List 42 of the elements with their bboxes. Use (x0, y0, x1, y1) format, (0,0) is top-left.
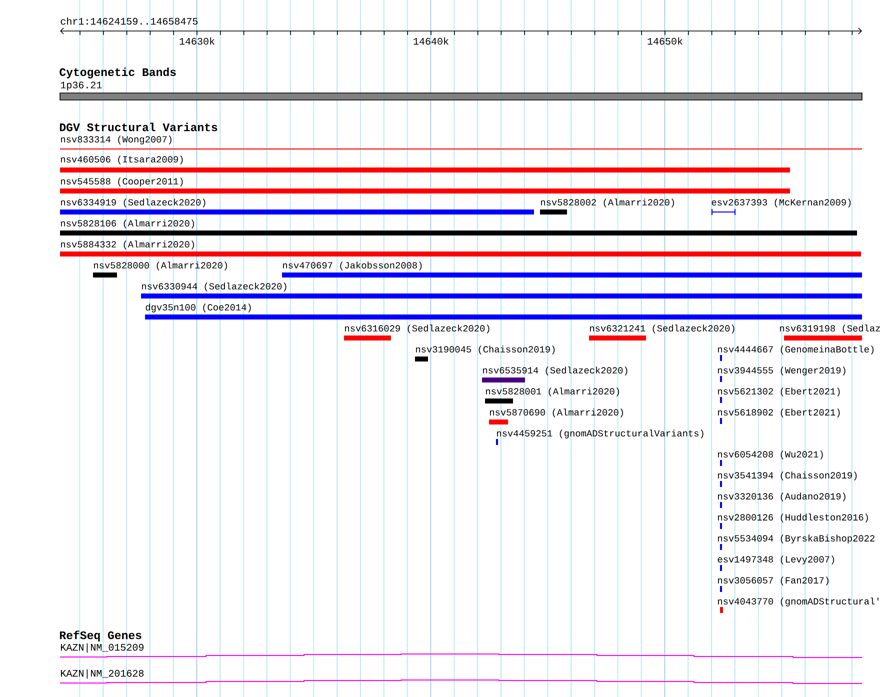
variant-label: nsv3320136 (Audano2019) (718, 492, 846, 502)
variant-label: nsv3190045 (Chaisson2019) (416, 346, 555, 354)
track-item-label: KAZN|NM_201628 (61, 669, 144, 679)
variant-label: esv2637393 (McKernan2009) (712, 198, 851, 208)
tick-label: 14630k (180, 37, 214, 45)
variant-label: nsv5828002 (Almarri2020) (541, 198, 674, 208)
variant-label: nsv4459251 (gnomADStructuralVariants) (497, 430, 704, 438)
track-heading: Cytogenetic Bands (60, 68, 176, 78)
variant-label: nsv6330944 (Sedlazeck2020) (142, 282, 286, 292)
variant-label: nsv5621302 (Ebert2021) (718, 388, 840, 396)
variant-label: nsv6321241 (Sedlazeck2020) (590, 324, 734, 334)
variant-label: nsv5618902 (Ebert2021) (718, 408, 840, 418)
variant-label: nsv5870690 (Almarri2020) (490, 408, 623, 418)
track-heading: RefSeq Genes (60, 630, 142, 642)
tick-label: 14640k (414, 37, 448, 45)
track-heading: DGV Structural Variants (60, 122, 218, 132)
variant-label: nsv6319198 (Sedlaz (780, 324, 880, 334)
variant-label: nsv5828000 (Almarri2020) (94, 262, 227, 270)
variant-label: nsv5828106 (Almarri2020) (61, 220, 194, 228)
variant-label: nsv2800126 (Huddleston2016) (718, 514, 868, 522)
variant-label: nsv4444667 (GenomeinaBottle) (718, 346, 874, 354)
variant-label: nsv5534094 (ByrskaBishop2022 (718, 534, 874, 544)
variant-label: nsv6535914 (Sedlazeck2020) (483, 366, 628, 376)
tick-label: 14650k (648, 37, 682, 45)
variant-label: nsv6334919 (Sedlazeck2020) (61, 198, 206, 208)
track-item-label: KAZN|NM_015209 (61, 643, 144, 653)
track-item-label: 1p36.21 (60, 82, 102, 90)
variant-label: esv1497348 (Levy2007) (718, 556, 834, 564)
variant-label: nsv4043770 (gnomADStructural' (718, 598, 878, 606)
variant-label: nsv5884332 (Almarri2020) (61, 240, 194, 250)
variant-label: nsv460506 (Itsara2009) (61, 156, 183, 164)
variant-label: nsv6054208 (Wu2021) (718, 450, 823, 460)
variant-label: nsv470697 (Jakobsson2008) (283, 262, 422, 270)
coordinate-label: chr1:14624159..14658475 (60, 17, 198, 25)
variant-label: nsv3541394 (Chaisson2019) (718, 472, 857, 480)
variant-label: nsv5828001 (Almarri2020) (486, 388, 619, 396)
variant-label: dgv35n100 (Coe2014) (146, 304, 251, 312)
variant-label: nsv545588 (Cooper2011) (61, 178, 183, 186)
variant-label: nsv3056057 (Fan2017) (718, 576, 828, 586)
variant-label: nsv3944555 (Wenger2019) (718, 366, 846, 376)
variant-label: nsv6316029 (Sedlazeck2020) (345, 324, 490, 334)
variant-label: nsv833314 (Wong2007) (61, 136, 172, 144)
